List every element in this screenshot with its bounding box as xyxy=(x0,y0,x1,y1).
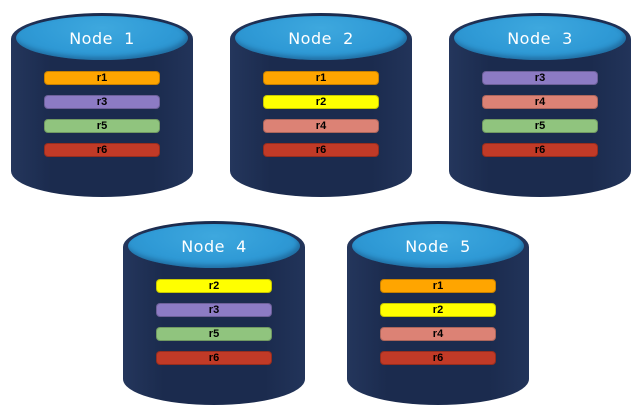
replica-label: r1 xyxy=(315,71,327,84)
replica-bar-list: r1 r2 r4 r6 xyxy=(347,279,529,365)
node-5-cylinder: Node 5 r1 r2 r4 r6 xyxy=(347,221,529,405)
replica-label: r6 xyxy=(96,143,108,156)
replica-label: r2 xyxy=(315,95,327,108)
replica-bar: r2 xyxy=(263,95,379,109)
node-title: Node 4 xyxy=(181,236,247,256)
replica-bar: r5 xyxy=(156,327,272,341)
replica-label: r5 xyxy=(96,119,108,132)
cylinder-top-ellipse: Node 2 xyxy=(235,16,407,60)
cylinder-top-ellipse: Node 4 xyxy=(128,224,300,268)
replica-label: r6 xyxy=(315,143,327,156)
replica-label: r5 xyxy=(208,327,220,340)
node-title: Node 2 xyxy=(288,28,354,48)
replica-label: r3 xyxy=(208,303,220,316)
replica-bar: r2 xyxy=(156,279,272,293)
replica-bar: r5 xyxy=(482,119,598,133)
replica-bar: r2 xyxy=(380,303,496,317)
replica-bar: r6 xyxy=(482,143,598,157)
replica-bar: r4 xyxy=(263,119,379,133)
node-title: Node 1 xyxy=(69,28,135,48)
replica-label: r6 xyxy=(208,351,220,364)
replica-bar: r5 xyxy=(44,119,160,133)
replica-bar-list: r1 r2 r4 r6 xyxy=(230,71,412,157)
replica-label: r3 xyxy=(96,95,108,108)
replica-label: r5 xyxy=(534,119,546,132)
cylinder-top-ellipse: Node 1 xyxy=(16,16,188,60)
replica-bar: r6 xyxy=(380,351,496,365)
cylinder-top-ellipse: Node 3 xyxy=(454,16,626,60)
replica-bar: r6 xyxy=(263,143,379,157)
replica-label: r4 xyxy=(315,119,327,132)
replica-label: r6 xyxy=(534,143,546,156)
node-3-cylinder: Node 3 r3 r4 r5 r6 xyxy=(449,13,631,197)
replica-bar-list: r3 r4 r5 r6 xyxy=(449,71,631,157)
node-title: Node 5 xyxy=(405,236,471,256)
replica-bar: r1 xyxy=(44,71,160,85)
replica-label: r1 xyxy=(96,71,108,84)
replica-label: r4 xyxy=(534,95,546,108)
replica-label: r4 xyxy=(432,327,444,340)
replica-label: r1 xyxy=(432,279,444,292)
cylinder-top-ellipse: Node 5 xyxy=(352,224,524,268)
replica-bar: r4 xyxy=(380,327,496,341)
replica-bar-list: r2 r3 r5 r6 xyxy=(123,279,305,365)
replica-bar: r4 xyxy=(482,95,598,109)
replica-bar: r1 xyxy=(380,279,496,293)
node-4-cylinder: Node 4 r2 r3 r5 r6 xyxy=(123,221,305,405)
replica-label: r2 xyxy=(432,303,444,316)
node-1-cylinder: Node 1 r1 r3 r5 r6 xyxy=(11,13,193,197)
replica-label: r6 xyxy=(432,351,444,364)
replica-bar: r3 xyxy=(156,303,272,317)
replica-label: r2 xyxy=(208,279,220,292)
replica-bar: r6 xyxy=(156,351,272,365)
node-title: Node 3 xyxy=(507,28,573,48)
replica-bar: r3 xyxy=(44,95,160,109)
node-2-cylinder: Node 2 r1 r2 r4 r6 xyxy=(230,13,412,197)
replica-bar-list: r1 r3 r5 r6 xyxy=(11,71,193,157)
replica-bar: r1 xyxy=(263,71,379,85)
replica-bar: r3 xyxy=(482,71,598,85)
replica-label: r3 xyxy=(534,71,546,84)
replica-bar: r6 xyxy=(44,143,160,157)
